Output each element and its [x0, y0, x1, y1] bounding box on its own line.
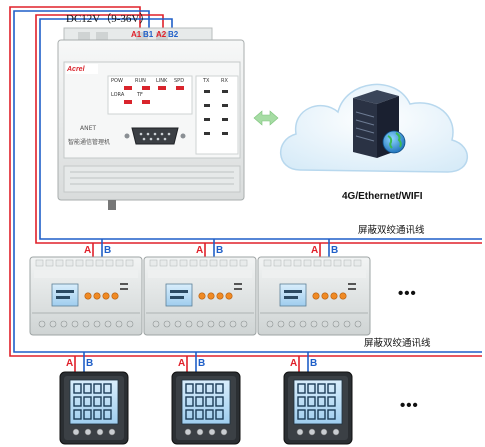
panel2-terminal-b: B — [198, 358, 206, 369]
panel-power-meter — [171, 371, 241, 445]
double-arrow-icon — [253, 110, 279, 126]
gateway-name: 智能通信管理机 — [68, 139, 111, 146]
terminal-a2-label: A2 — [156, 30, 167, 39]
rail-energy-meter — [29, 256, 143, 336]
led-label-lora: LORA — [111, 92, 125, 98]
panel1-terminal-a: A — [66, 358, 74, 369]
wire-a2 — [35, 14, 482, 244]
wire-b2 — [39, 18, 482, 240]
panel1-terminal-b: B — [86, 358, 94, 369]
panel3-terminal-a: A — [290, 358, 298, 369]
gateway-device — [57, 27, 245, 210]
port-led-label-rx: RX — [221, 78, 228, 84]
port-led-label-tx: TX — [203, 78, 210, 84]
serial-port — [131, 127, 179, 145]
led-spd — [176, 86, 184, 90]
led-lora — [124, 100, 132, 104]
more-panel-meters-ellipsis: ••• — [400, 397, 419, 414]
power-supply-label: DC12V（9-36V） — [66, 13, 151, 25]
gateway-brand-logo: Acrel — [67, 66, 85, 73]
meter1-terminal-a: A — [84, 245, 92, 256]
led-pow — [124, 86, 132, 90]
terminal-a1-label: A1 — [131, 30, 142, 39]
led-label-tf: TF — [137, 92, 143, 98]
meter2-terminal-b: B — [216, 245, 224, 256]
led-link — [158, 86, 166, 90]
rail-energy-meter — [143, 256, 257, 336]
meter2-terminal-a: A — [196, 245, 204, 256]
gateway-model: ANET — [80, 125, 97, 132]
meter3-terminal-b: B — [331, 245, 339, 256]
led-label-pow: POW — [111, 78, 123, 84]
lower-bus-drops — [74, 352, 309, 372]
wire-b1 — [13, 10, 482, 353]
meter1-terminal-b: B — [104, 245, 112, 256]
panel3-terminal-b: B — [310, 358, 318, 369]
rail-energy-meter — [257, 256, 371, 336]
more-rail-meters-ellipsis: ••• — [398, 285, 417, 302]
meter3-terminal-a: A — [311, 245, 319, 256]
upper-bus-drops — [92, 239, 330, 257]
led-label-spd: SPD — [174, 78, 185, 84]
led-label-link: LINK — [156, 78, 168, 84]
led-tf — [142, 100, 150, 104]
panel-power-meter — [59, 371, 129, 445]
terminal-b2-label: B2 — [168, 30, 179, 39]
panel-power-meter — [283, 371, 353, 445]
panel2-terminal-a: A — [178, 358, 186, 369]
terminal-b1-label: B1 — [143, 30, 154, 39]
led-label-run: RUN — [135, 78, 146, 84]
led-run — [142, 86, 150, 90]
power-and-bus-wiring — [9, 6, 482, 357]
upper-bus-label: 屏蔽双绞通讯线 — [358, 225, 425, 236]
globe-icon — [382, 130, 406, 154]
network-label: 4G/Ethernet/WIFI — [342, 191, 423, 202]
lower-bus-label: 屏蔽双绞通讯线 — [364, 338, 431, 349]
server-icon — [353, 90, 399, 158]
